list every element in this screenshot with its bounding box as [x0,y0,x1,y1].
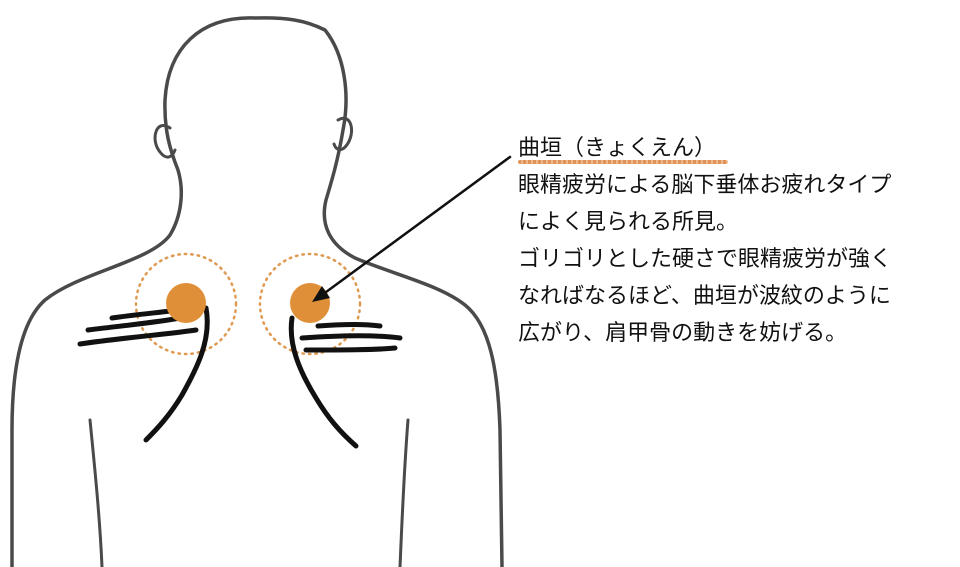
annotation-line-4: なればなるほど、曲垣が波紋のように [518,284,891,309]
left-ripple-ring [134,252,238,356]
right-shoulder-muscle-line [299,322,403,353]
annotation-line-3: ゴリゴリとした硬さで眼精疲労が強く [518,247,893,272]
right-ripple-ring [258,252,362,356]
annotation-line-5: 広がり、肩甲骨の動きを妨げる。 [518,321,848,346]
annotation-title-wrap: 曲垣（きょくえん） [518,130,729,167]
left-scapula-line [143,305,210,443]
annotation-title: 曲垣（きょくえん） [518,136,717,161]
annotation-line-2: によく見られる所見。 [518,210,739,235]
pointer-arrowhead [312,286,330,302]
right-arm-inner-line [398,418,410,567]
pointer-arrow-line [320,155,512,297]
left-ear-outline [153,124,177,159]
body-outline [10,16,504,567]
title-underline [518,160,729,164]
left-arm-inner-line [88,418,104,567]
left-kyokuen-point [166,283,206,323]
right-ear-outline [332,116,354,152]
right-scapula-line [288,315,359,449]
annotation-line-1: 眼精疲労による脳下垂体お疲れタイプ [518,173,892,198]
kyokuen-annotation: 曲垣（きょくえん） 眼精疲労による脳下垂体お疲れタイプ によく見られる所見。 ゴ… [518,130,954,352]
